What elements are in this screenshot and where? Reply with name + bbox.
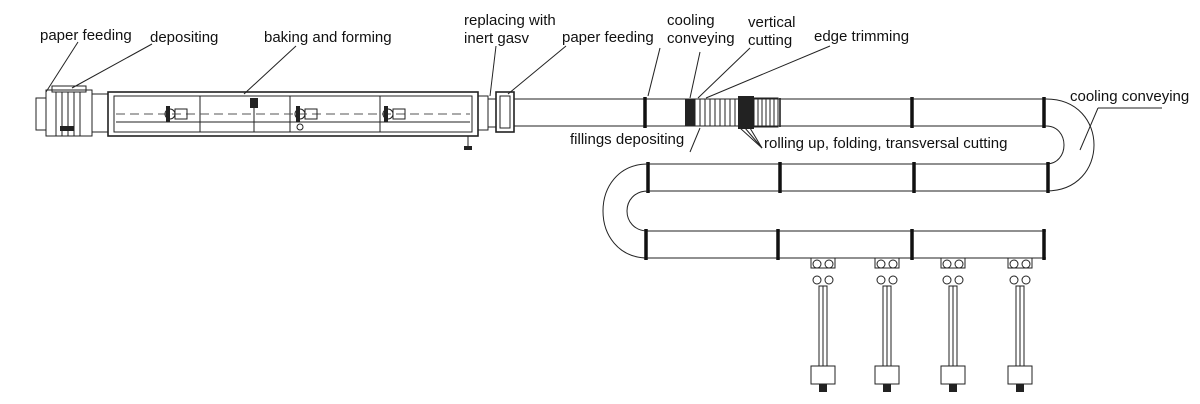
right-turn-belt-inner bbox=[1045, 125, 1065, 165]
label-vertical-line1: vertical bbox=[748, 14, 796, 31]
label-cooling-line1: cooling bbox=[667, 12, 715, 29]
burner-unit-2 bbox=[294, 106, 318, 122]
left-turn-belt-inner bbox=[626, 190, 649, 232]
lower-conveyor bbox=[644, 229, 1046, 260]
label-paper-feeding-2: paper feeding bbox=[562, 29, 654, 46]
middle-conveyor bbox=[646, 162, 1050, 193]
vertical-cutting-block bbox=[685, 98, 740, 127]
baking-oven bbox=[107, 91, 479, 150]
packaging-station-2 bbox=[874, 257, 900, 392]
feeder-unit bbox=[35, 85, 109, 137]
label-edge-trimming: edge trimming bbox=[814, 28, 909, 45]
label-baking-and-forming: baking and forming bbox=[264, 29, 392, 46]
packaging-station-3 bbox=[940, 257, 966, 392]
burner-unit-3 bbox=[382, 106, 406, 122]
burner-unit-1 bbox=[164, 106, 188, 122]
label-vertical-line2: cutting bbox=[748, 32, 792, 49]
inert-gas-unit bbox=[477, 91, 515, 133]
label-replacing-line1: replacing with bbox=[464, 12, 556, 29]
right-turn-belt bbox=[1045, 98, 1095, 192]
label-rolling-up: rolling up, folding, transversal cutting bbox=[764, 135, 1007, 152]
label-replacing-line2: inert gasv bbox=[464, 30, 530, 47]
rolling-folding-block bbox=[738, 96, 781, 129]
label-cooling-conveying: cooling conveying bbox=[1070, 88, 1189, 105]
leader-lines bbox=[45, 41, 1162, 153]
packaging-station-4 bbox=[1007, 257, 1033, 392]
label-depositing: depositing bbox=[150, 29, 218, 46]
left-turn-belt bbox=[602, 163, 649, 259]
label-fillings-depositing: fillings depositing bbox=[570, 131, 684, 148]
packaging-station-1 bbox=[810, 257, 836, 392]
label-cooling-line2: conveying bbox=[667, 30, 735, 47]
label-paper-feeding-1: paper feeding bbox=[40, 27, 132, 44]
